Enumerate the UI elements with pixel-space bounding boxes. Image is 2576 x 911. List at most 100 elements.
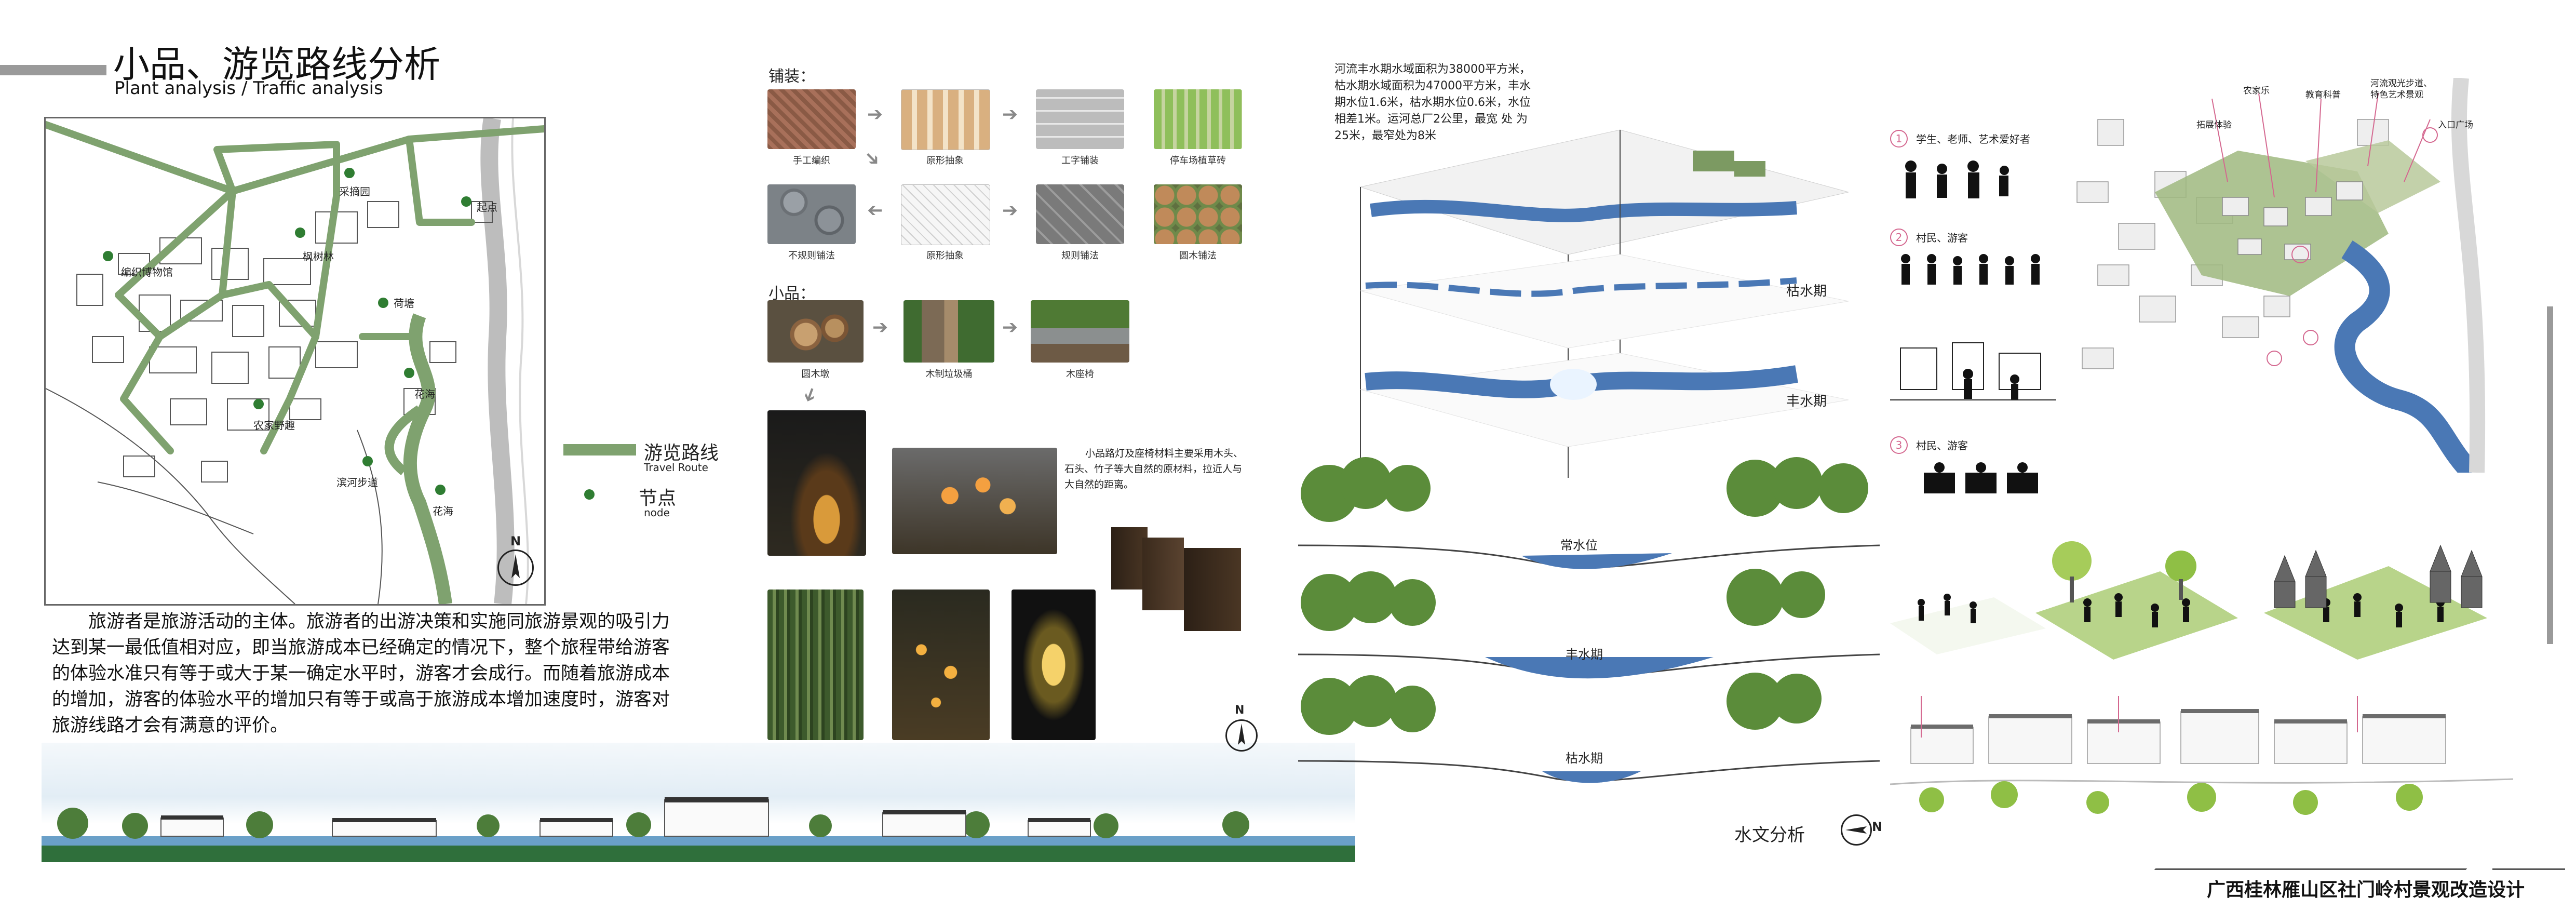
plan-label: 拓展体验 <box>2196 120 2232 130</box>
paving-heading: 铺装： <box>768 68 815 86</box>
paving-caption: 停车场植草砖 <box>1170 155 1226 166</box>
arrow-down-icon: ➔ <box>797 384 823 406</box>
paving-caption: 手工编织 <box>793 155 830 166</box>
paving-caption: 工字铺装 <box>1061 155 1099 166</box>
node-dot <box>295 227 305 238</box>
user-sketch <box>1890 342 2056 400</box>
map-label: 荷塘 <box>394 297 414 310</box>
sketch-photo-bamboo <box>767 590 864 740</box>
map-label: 农家野趣 <box>253 419 295 432</box>
north-arrow-icon <box>1225 719 1258 752</box>
node-dot <box>404 368 414 378</box>
intro-text: 旅游者是旅游活动的主体。旅游者的出游决策和实施同旅游景观的吸引力 达到某一最低值… <box>52 609 727 739</box>
user-silhouettes <box>1924 462 2038 493</box>
arrow-right-icon: ➔ <box>1002 104 1018 125</box>
hydrology-layers <box>1359 129 1849 478</box>
arrow-right-icon: ➔ <box>1002 317 1018 338</box>
legend-route-label-en: Travel Route <box>644 461 708 474</box>
sketch-photo-wood-lights <box>1106 519 1246 636</box>
north-arrow-icon <box>497 550 534 586</box>
arrow-right-icon: ➔ <box>867 104 883 125</box>
paving-photo-irregular <box>767 184 856 244</box>
user-group-label: 村民、游客 <box>1916 439 1968 452</box>
sketch-photo-bin <box>903 300 994 363</box>
page-title: 小品、游览路线分析 <box>113 43 440 86</box>
dry-season-label: 枯水期 <box>1786 284 1827 299</box>
map-label: 起点 <box>477 201 497 213</box>
paving-caption: 圆木铺法 <box>1179 250 1217 261</box>
route-map: 采摘园 枫树林 编织博物馆 起点 荷塘 花海 农家野趣 滨河步道 花海 N <box>44 117 546 606</box>
user-group-label: 村民、游客 <box>1916 232 1968 244</box>
section-label: 常水位 <box>1560 538 1598 553</box>
page-subtitle: Plant analysis / Traffic analysis <box>114 78 383 99</box>
arrow-down-icon: ➔ <box>859 145 886 172</box>
plan-label: 河流观光步道、特色艺术景观 <box>2370 78 2432 100</box>
user-marker: 2 <box>1890 229 1908 246</box>
footer-line <box>2492 868 2565 870</box>
sketch-photo-bench <box>1031 300 1129 363</box>
village-plan-model <box>2076 78 2486 473</box>
sketch-heading: 小品： <box>768 285 815 303</box>
right-frame-bar <box>2547 306 2553 644</box>
legend-route-swatch <box>563 444 636 456</box>
village-panorama <box>42 743 1355 878</box>
intro-line: 的增加，游客的体验水平的增加只有等于或高于旅游成本增加速度时，游客对 <box>52 689 670 710</box>
north-label: N <box>510 534 521 548</box>
footer-line <box>2154 868 2467 870</box>
plan-label: 教育科普 <box>2305 90 2341 100</box>
project-title: 广西桂林雁山区社门岭村景观改造设计 <box>2207 879 2525 901</box>
intro-line: 旅游者是旅游活动的主体。旅游者的出游决策和实施同旅游景观的吸引力 <box>88 611 670 632</box>
sketch-note: 小品路灯及座椅材料主要采用木头、 石头、竹子等大自然的原材料，拉近人与 大自然的… <box>1064 448 1244 490</box>
map-label: 花海 <box>433 505 453 517</box>
sketch-caption: 圆木墩 <box>801 369 830 380</box>
legend-node-label: 节点 <box>639 488 677 509</box>
node-dot <box>253 399 264 409</box>
sketch-photo-lanterns <box>892 448 1057 554</box>
node-dot <box>362 456 373 466</box>
route-map-drawing <box>46 118 544 604</box>
activity-scenes <box>1890 541 2487 660</box>
paving-caption: 规则铺法 <box>1061 250 1099 261</box>
intro-line: 的体验水准只有等于或大于某一确定水平时，游客才会成行。而随着旅游成本 <box>52 663 670 684</box>
paving-photo-abstract <box>901 89 990 150</box>
paving-photo-wood <box>1154 184 1242 244</box>
arrow-left-icon: ➔ <box>867 200 883 221</box>
sketch-caption: 木制垃圾桶 <box>925 369 973 380</box>
legend-route-label: 游览路线 <box>644 443 719 464</box>
sketch-photo-bamboo-lamps <box>892 590 990 740</box>
map-label: 滨河步道 <box>336 476 378 489</box>
map-label: 编织博物馆 <box>121 266 173 278</box>
intro-line: 旅游线路才会有满意的评价。 <box>52 715 289 736</box>
intro-line: 达到某一最低值相对应，即当旅游成本已经确定的情况下，整个旅程带给游客 <box>52 637 670 658</box>
section-label: 丰水期 <box>1566 647 1603 662</box>
hydrology-heading: 水文分析 <box>1734 825 1805 846</box>
paving-caption: 不规则铺法 <box>788 250 835 261</box>
paving-photo-regular <box>1036 184 1124 244</box>
paving-photo-brick <box>1036 89 1124 149</box>
plan-label: 农家乐 <box>2243 86 2270 96</box>
sketch-caption: 木座椅 <box>1066 369 1094 380</box>
water-cross-sections <box>1298 457 1880 783</box>
user-marker: 1 <box>1890 130 1908 148</box>
paving-photo-grass <box>1154 89 1242 149</box>
paving-caption: 原形抽象 <box>926 250 964 261</box>
node-dot <box>103 251 113 261</box>
node-dot <box>435 485 446 495</box>
arrow-right-icon: ➔ <box>1002 200 1018 221</box>
hydrology-text: 河流丰水期水域面积为38000平方米， 枯水期水域面积为47000平方米，丰水 … <box>1334 63 1531 142</box>
legend-node-swatch <box>584 489 595 500</box>
arrow-right-icon: ➔ <box>872 317 888 338</box>
sketch-photo-stump <box>767 300 864 363</box>
north-label: N <box>1872 820 1883 834</box>
node-dot <box>461 196 471 207</box>
sketch-photo-lamp-post <box>767 410 866 556</box>
plan-label: 入口广场 <box>2438 120 2473 130</box>
node-dot <box>378 298 388 308</box>
header-bar <box>0 65 106 75</box>
north-label: N <box>1235 704 1245 717</box>
north-arrow-icon <box>1841 814 1872 846</box>
map-label: 采摘园 <box>339 185 370 198</box>
map-label: 枫树林 <box>303 250 334 263</box>
node-dot <box>344 168 355 178</box>
sketch-photo-glow-tube <box>1011 590 1096 740</box>
